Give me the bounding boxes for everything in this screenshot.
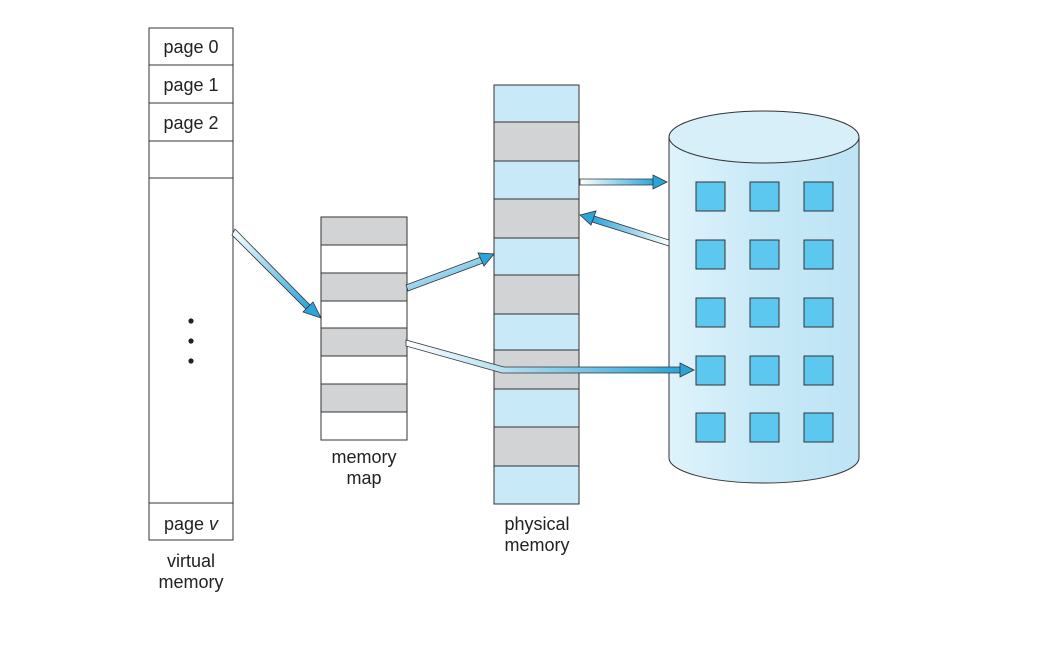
disk-blocks <box>695 181 834 443</box>
ellipsis-dot <box>188 358 194 364</box>
arrow-map-to-physical <box>405 252 495 292</box>
disk-block <box>695 239 726 270</box>
memory-map-caption-line1: memory <box>331 447 396 467</box>
physical-memory-caption-line1: physical <box>504 514 569 534</box>
disk-block <box>749 239 780 270</box>
physical-frame-used <box>493 198 580 239</box>
memory-map-entry <box>320 383 408 413</box>
disk-block <box>695 297 726 328</box>
memory-map-entry <box>320 216 408 246</box>
memory-map-entry <box>320 327 408 357</box>
arrow-map-to-disk <box>405 339 695 378</box>
disk-block <box>695 181 726 212</box>
virtual-memory: page 0 page 1 page 2 page v virtual memo… <box>148 27 234 592</box>
disk-block <box>803 239 834 270</box>
physical-memory-caption-line2: memory <box>504 535 569 555</box>
disk-block <box>803 181 834 212</box>
disk-block <box>749 297 780 328</box>
page-v-label: page v <box>164 514 219 534</box>
disk-block <box>749 355 780 386</box>
arrow-physical-to-disk <box>579 174 668 190</box>
virtual-memory-frame <box>148 27 234 541</box>
physical-frame-used <box>493 121 580 162</box>
disk-block <box>695 412 726 443</box>
physical-frame-used <box>493 426 580 467</box>
disk-block <box>695 355 726 386</box>
physical-frame-used <box>493 274 580 315</box>
arrow-disk-to-physical <box>579 210 670 247</box>
arrow-virtual-to-map <box>231 228 322 319</box>
disk-block <box>803 297 834 328</box>
page-1-label: page 1 <box>163 75 218 95</box>
disk-cylinder <box>668 110 860 484</box>
page-0-label: page 0 <box>163 37 218 57</box>
disk-block <box>749 181 780 212</box>
virtual-memory-caption-line1: virtual <box>167 551 215 571</box>
memory-map: memory map <box>320 216 408 488</box>
page-2-label: page 2 <box>163 113 218 133</box>
memory-map-entry <box>320 272 408 302</box>
disk-block <box>803 412 834 443</box>
virtual-memory-caption-line2: memory <box>158 572 223 592</box>
disk-block <box>803 355 834 386</box>
disk-top <box>668 110 860 164</box>
ellipsis-dot <box>188 338 194 344</box>
disk-block <box>749 412 780 443</box>
physical-memory: physical memory <box>493 84 580 555</box>
memory-map-caption-line2: map <box>346 468 381 488</box>
ellipsis-dot <box>188 318 194 324</box>
